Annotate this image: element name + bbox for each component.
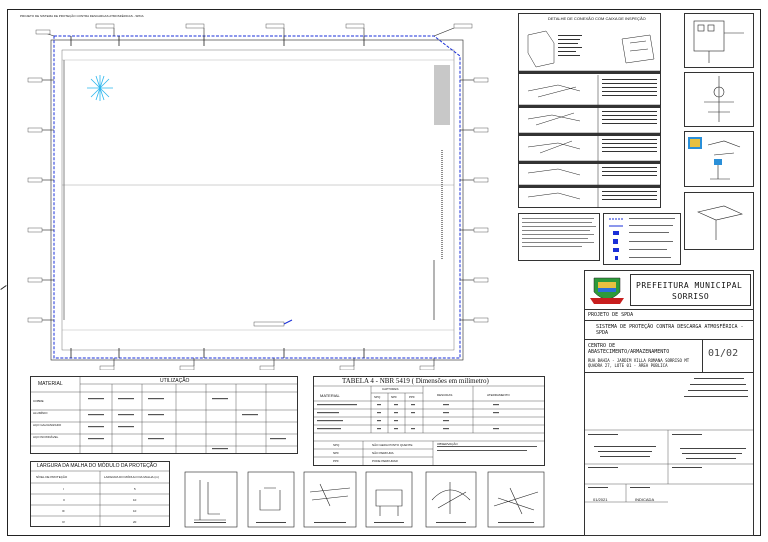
title-project-label: PROJETO DE SPDA	[588, 312, 634, 318]
detail-connection-title: DETALHE DE CONEXÃO COM CAIXA DE INSPEÇÃO	[548, 16, 646, 21]
detail-panel-4-drawing	[697, 205, 743, 240]
notes-lines	[522, 218, 596, 247]
title-sep-4	[584, 372, 754, 373]
nbr-legend-code-1: NPF	[333, 451, 339, 455]
title-sep-3	[584, 339, 754, 340]
malha-col2: LARGURA DO MÓDULO DA MALHA (m)	[104, 475, 159, 479]
title-date: 01/2021	[593, 497, 608, 502]
malha-grid	[30, 470, 170, 527]
nbr-legend-text-2: PODE PERFURAR	[372, 459, 398, 463]
detail-panel-1-drawing	[693, 20, 744, 63]
title-sep-1	[584, 309, 754, 310]
nbr-table-title: TABELA 4 - NBR 5419 ( Dimensões em milím…	[342, 377, 489, 385]
nbr-aterramento-header: ATERRAMENTO	[487, 393, 510, 397]
nbr-observacao-header: OBSERVAÇÃO	[437, 442, 458, 446]
title-sep-2	[584, 320, 754, 321]
nbr-legend-code-0: SPQ	[333, 443, 340, 447]
malha-col1: NÍVEL DE PROTEÇÃO	[36, 475, 68, 479]
nbr-material-header: MATERIAL	[320, 393, 340, 398]
utilizacao-title: UTILIZAÇÃO	[160, 378, 190, 384]
utilizacao-material-header: MATERIAL	[38, 381, 63, 387]
detail-connection-drawings	[518, 30, 661, 208]
detail-panel-3-drawing	[688, 137, 741, 180]
roof-plan	[27, 23, 489, 370]
nbr-descidas-header: DESCIDAS	[437, 393, 453, 397]
title-sheet: 01/02	[708, 348, 739, 359]
legend-symbols	[609, 218, 675, 260]
detail-panel-1	[684, 13, 754, 68]
title-sheet-box	[702, 340, 754, 372]
title-scale: INDICADA	[635, 497, 655, 502]
nbr-captores-header: CAPTORES	[382, 387, 399, 391]
nbr-grid	[313, 385, 545, 466]
utilizacao-row-3: AÇO INOXIDÁVEL	[33, 435, 59, 439]
utilizacao-row-1: ALUMÍNIO	[33, 411, 48, 415]
title-building: CENTRO DE ABASTECIMENTO/ARMAZENAMENTO	[588, 343, 670, 355]
title-system: SISTEMA DE PROTEÇÃO CONTRA DESCARGA ATMO…	[596, 324, 744, 336]
municipal-seal-icon	[590, 277, 624, 304]
detail-panel-4	[684, 192, 754, 250]
malha-row-0-nivel: I	[63, 487, 64, 491]
title-block	[584, 270, 754, 536]
malha-row-3-nivel: IV	[62, 520, 65, 524]
malha-row-1-nivel: II	[63, 498, 65, 502]
nbr-legend-code-2: PPF	[333, 459, 339, 463]
malha-row-2-largura: 10	[133, 509, 137, 513]
detail-panel-2-drawing	[704, 76, 734, 122]
malha-row-1-largura: 10	[133, 498, 137, 502]
compass-star-icon	[87, 75, 113, 101]
title-address: RUA BAHIA - JARDIM VILLA ROMANA SORRISO …	[588, 358, 690, 368]
utilizacao-row-0: COBRE	[33, 399, 44, 403]
notes-box	[518, 213, 600, 261]
utilizacao-row-2: AÇO GALVANIZADO	[33, 423, 62, 427]
nbr-subheader-ppf: PPF	[409, 395, 415, 399]
nbr-legend-text-0: NÃO GERA PONTO QUENTE	[372, 443, 413, 447]
malha-row-2-nivel: III	[62, 509, 65, 513]
title-block-grid	[584, 378, 754, 503]
title-org-box	[630, 274, 751, 306]
utilizacao-grid	[30, 376, 298, 454]
sheet-frame	[7, 9, 761, 536]
frame-tick-left	[0, 285, 7, 290]
nbr-subheader-spq: SPQ	[374, 395, 381, 399]
nbr-legend-text-1: NÃO PERFURA	[372, 451, 394, 455]
title-org: PREFEITURA MUNICIPAL	[636, 281, 743, 290]
malha-title: LARGURA DA MALHA DO MÓDULO DA PROTEÇÃO	[37, 463, 158, 469]
bottom-detail-sketches	[184, 471, 545, 528]
malha-row-3-largura: 20	[133, 520, 137, 524]
title-city: SORRISO	[672, 292, 710, 301]
nbr-subheader-npf: NPF	[391, 395, 397, 399]
sheet-header-note: PROJETO DE SISTEMA DE PROTEÇÃO CONTRA DE…	[20, 14, 144, 18]
malha-row-0-largura: 5	[134, 487, 136, 491]
